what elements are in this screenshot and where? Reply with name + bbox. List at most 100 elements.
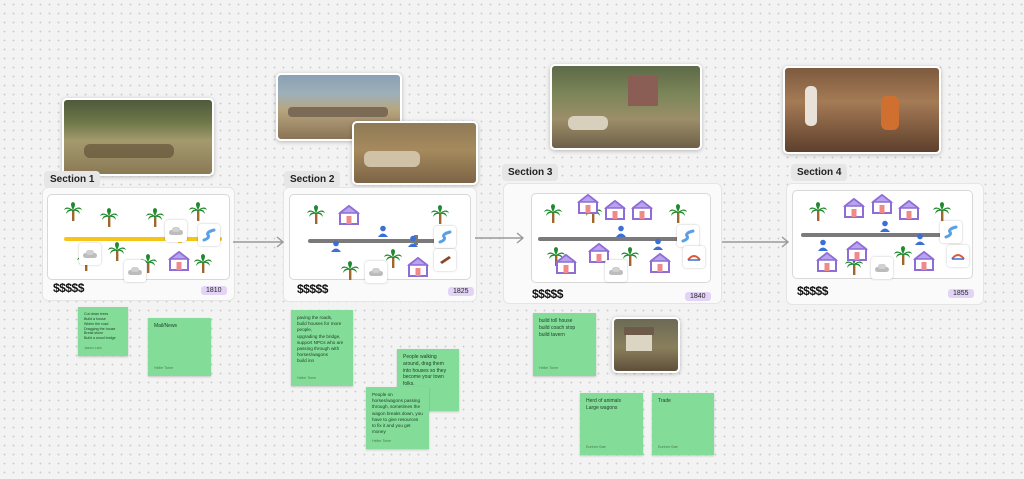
river-icon-tile[interactable]	[940, 221, 962, 243]
sticky-note[interactable]: Trade Eunhee Bae	[652, 393, 714, 455]
person-icon[interactable]	[407, 234, 419, 252]
section-4-label[interactable]: Section 4	[791, 164, 848, 181]
stone-icon-tile[interactable]	[365, 261, 387, 283]
section-2-money: $$$$$	[297, 282, 328, 296]
paved-road	[801, 233, 951, 237]
section-3-label[interactable]: Section 3	[502, 164, 559, 181]
palm-tree-icon[interactable]	[844, 256, 864, 281]
river-icon-tile[interactable]	[677, 225, 699, 247]
palm-tree-icon[interactable]	[808, 202, 828, 227]
dirt-road	[64, 237, 222, 241]
river-icon	[944, 225, 958, 239]
house-icon[interactable]	[576, 193, 600, 220]
wood-log-icon	[438, 253, 452, 267]
stone-icon-tile[interactable]	[605, 260, 627, 282]
diorama-photo-inn	[612, 317, 680, 373]
bridge-icon-tile[interactable]	[683, 246, 705, 268]
stone-icon	[368, 267, 384, 277]
section-1-year: 1810	[201, 286, 227, 295]
palm-tree-icon[interactable]	[430, 205, 450, 230]
palm-tree-icon[interactable]	[543, 204, 563, 229]
house-icon[interactable]	[630, 199, 654, 226]
museum-photo-section-4	[783, 66, 941, 154]
stone-icon-tile[interactable]	[124, 260, 146, 282]
house-icon[interactable]	[842, 197, 866, 224]
section-2-label[interactable]: Section 2	[284, 171, 341, 188]
palm-tree-icon[interactable]	[63, 202, 83, 227]
palm-tree-icon[interactable]	[188, 202, 208, 227]
palm-tree-icon[interactable]	[145, 208, 165, 233]
stone-icon	[127, 266, 143, 276]
person-icon[interactable]	[377, 224, 389, 242]
palm-tree-icon[interactable]	[193, 254, 213, 279]
bridge-icon	[687, 252, 701, 262]
person-icon[interactable]	[615, 224, 627, 242]
section-3-year: 1840	[685, 292, 711, 301]
stone-icon	[168, 226, 184, 236]
bridge-icon-tile[interactable]	[947, 245, 969, 267]
arrow-2-to-3	[475, 232, 525, 244]
paved-road	[538, 237, 698, 241]
section-3-money: $$$$$	[532, 287, 563, 301]
sticky-note[interactable]: Mail/News Heller Tome	[148, 318, 211, 376]
person-icon[interactable]	[330, 239, 342, 257]
house-icon[interactable]	[587, 242, 611, 269]
paved-road	[308, 239, 448, 243]
diorama-photo-section-3	[550, 64, 702, 150]
arrow-3-to-4	[722, 236, 790, 248]
section-1-label[interactable]: Section 1	[44, 171, 101, 188]
sticky-note[interactable]: People on horses/wagons passing through,…	[366, 387, 429, 449]
stone-icon	[82, 249, 98, 259]
person-icon[interactable]	[879, 219, 891, 237]
stone-icon-tile[interactable]	[871, 257, 893, 279]
house-icon[interactable]	[815, 251, 839, 278]
section-1-money: $$$$$	[53, 281, 84, 295]
arrow-1-to-2	[233, 236, 285, 248]
river-icon	[202, 228, 216, 242]
palm-tree-icon[interactable]	[546, 247, 566, 272]
palm-tree-icon[interactable]	[620, 247, 640, 272]
sticky-note[interactable]: Herd of animals Large wagons Eunhee Bae	[580, 393, 643, 455]
diorama-photo-section-2-wagon	[352, 121, 478, 185]
house-icon[interactable]	[554, 253, 578, 280]
palm-tree-icon[interactable]	[99, 208, 119, 233]
sticky-note[interactable]: Cut down trees Build a house Widen the r…	[78, 307, 128, 356]
section-2-year: 1825	[448, 287, 474, 296]
sticky-note[interactable]: paving the roads, build houses for more …	[291, 310, 353, 386]
house-icon[interactable]	[648, 252, 672, 279]
house-icon[interactable]	[897, 199, 921, 226]
wood-log-icon-tile[interactable]	[434, 249, 456, 271]
house-icon[interactable]	[870, 193, 894, 220]
section-4-money: $$$$$	[797, 284, 828, 298]
stone-icon-tile[interactable]	[79, 243, 101, 265]
sticky-note[interactable]: build toll house build coach stop build …	[533, 313, 596, 376]
diorama-photo-section-1	[62, 98, 214, 176]
house-icon[interactable]	[912, 250, 936, 277]
stone-icon	[608, 266, 624, 276]
house-icon[interactable]	[406, 256, 430, 283]
river-icon	[681, 229, 695, 243]
house-icon[interactable]	[845, 240, 869, 267]
house-icon[interactable]	[337, 204, 361, 231]
diorama-photo-section-2-bridge	[276, 73, 402, 141]
river-icon-tile[interactable]	[198, 224, 220, 246]
river-icon	[438, 230, 452, 244]
house-icon[interactable]	[603, 199, 627, 226]
stone-icon	[874, 263, 890, 273]
palm-tree-icon[interactable]	[668, 204, 688, 229]
house-icon[interactable]	[167, 250, 191, 277]
person-icon[interactable]	[817, 238, 829, 256]
palm-tree-icon[interactable]	[306, 205, 326, 230]
section-4-year: 1855	[948, 289, 974, 298]
palm-tree-icon[interactable]	[383, 249, 403, 274]
palm-tree-icon[interactable]	[932, 202, 952, 227]
palm-tree-icon[interactable]	[107, 242, 127, 267]
person-icon[interactable]	[914, 232, 926, 250]
palm-tree-icon[interactable]	[340, 261, 360, 286]
river-icon-tile[interactable]	[434, 226, 456, 248]
road-branch	[414, 235, 418, 245]
stone-icon-tile[interactable]	[165, 220, 187, 242]
person-icon[interactable]	[652, 237, 664, 255]
bridge-icon	[951, 251, 965, 261]
palm-tree-icon[interactable]	[893, 246, 913, 271]
